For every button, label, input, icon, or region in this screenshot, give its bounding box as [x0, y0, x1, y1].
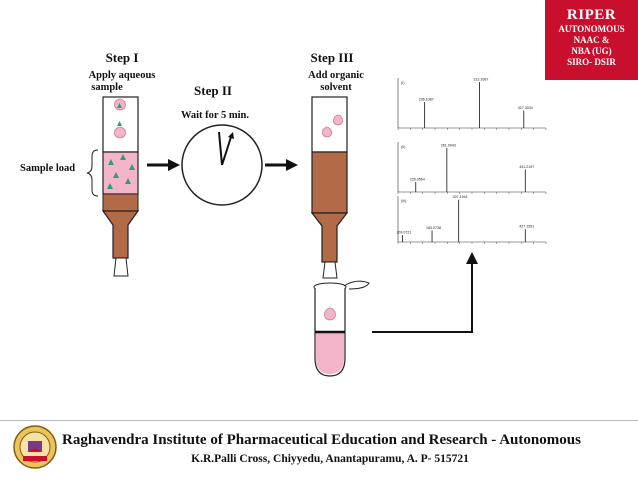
collection-tube [313, 280, 370, 377]
institute-logo [13, 425, 57, 469]
peak-label: 183.0738 [426, 226, 441, 230]
mass-spectra: (i) 236.1087 313.1087 427.3034 (ii) 226.0564 2… [396, 78, 547, 244]
peak-label: 261.0943 [441, 144, 456, 148]
step1-caption-line: Apply aqueous [88, 70, 156, 81]
step1-cartridge [101, 96, 140, 277]
badge-line: NBA (UG) [571, 46, 612, 56]
institute-address: K.R.Palli Cross, Chiyyedu, Anantapuramu,… [191, 453, 469, 465]
spectrum-panel: (iii) 109.0721 183.0738 307.1941 427.1551 [396, 195, 547, 244]
badge-line: NAAC & [573, 35, 610, 45]
accreditation-badge: RIPER AUTONOMOUS NAAC & NBA (UG) SIRO- D… [545, 0, 638, 80]
spectrum-tag: (iii) [401, 198, 407, 203]
extraction-diagram: (i) 236.1087 313.1087 427.3034 (ii) 226.0564 2… [86, 78, 547, 377]
spectrum-tag: (i) [401, 80, 405, 85]
peak-label: 236.1087 [419, 98, 434, 102]
peak-label: 226.0564 [410, 178, 425, 182]
peak-label: 307.1941 [453, 195, 468, 199]
spectrum-panel: (ii) 226.0564 261.0943 441.2197 [397, 142, 547, 194]
step3-title: Step III [310, 50, 354, 65]
step2-title: Step II [194, 83, 232, 98]
step1-title: Step I [105, 50, 139, 65]
peak-label: 427.3034 [518, 106, 533, 110]
step2-caption: Wait for 5 min. [180, 110, 250, 121]
badge-title: RIPER [566, 7, 617, 23]
peak-label: 427.1551 [519, 225, 534, 229]
step3-caption-line: Add organic [308, 70, 364, 81]
peak-label: 441.2197 [519, 165, 534, 169]
spectrum-panel: (i) 236.1087 313.1087 427.3034 [397, 78, 547, 130]
clock-icon [181, 124, 263, 206]
step1-caption-line: sample [91, 82, 123, 93]
footer-divider [0, 420, 638, 421]
badge-line: SIRO- DSIR [567, 57, 616, 67]
sample-load-label: Sample load [20, 163, 76, 174]
spectrum-tag: (ii) [401, 144, 406, 149]
institute-name: Raghavendra Institute of Pharmaceutical … [62, 432, 581, 448]
step3-caption-line: solvent [320, 82, 352, 93]
peak-label: 109.0721 [396, 231, 411, 235]
peak-label: 313.1087 [473, 78, 488, 82]
badge-line: AUTONOMOUS [558, 24, 625, 34]
step3-cartridge [310, 96, 349, 279]
